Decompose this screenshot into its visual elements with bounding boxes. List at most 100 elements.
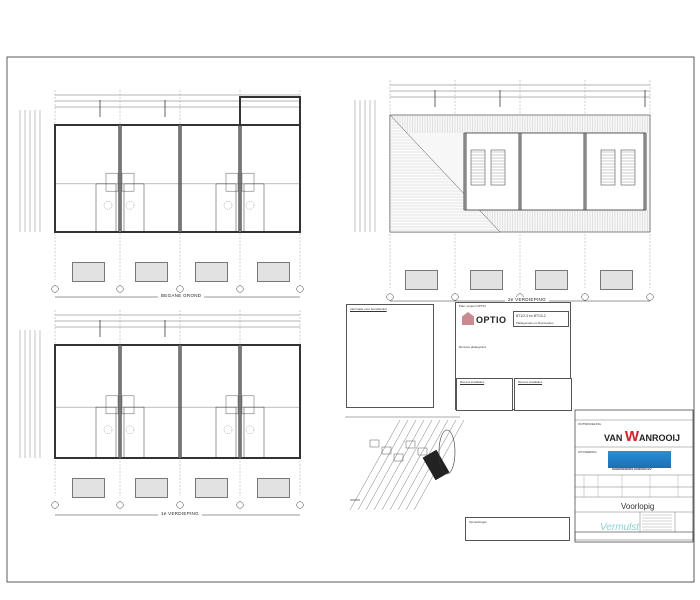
party-wall xyxy=(178,124,182,233)
site-road xyxy=(365,419,417,511)
party-wall xyxy=(118,344,122,459)
sanitary-fixture xyxy=(223,201,233,210)
grid-axis-marker xyxy=(51,285,59,293)
party-wall xyxy=(583,132,587,211)
grid-axis-marker xyxy=(296,501,304,509)
exterior-wall xyxy=(54,344,301,459)
grid-axis-marker xyxy=(176,501,184,509)
site-road xyxy=(381,419,433,511)
sanitary-fixture xyxy=(245,425,255,434)
site-road xyxy=(373,419,425,511)
party-wall xyxy=(643,132,647,211)
sanitary-fixture xyxy=(125,425,135,434)
unit-info-box xyxy=(195,262,228,282)
contractor-name: GEBROEDERS HOEFEN BV xyxy=(612,467,652,471)
title-block xyxy=(574,409,694,543)
party-wall xyxy=(238,344,242,459)
van-wanrooij-logo: VAN WANROOIJ xyxy=(604,428,681,445)
exterior-wall xyxy=(54,124,301,233)
sanitary-fixture xyxy=(125,201,135,210)
unit-info-box xyxy=(257,478,290,498)
wet-room xyxy=(123,406,145,459)
plan-title-second: 2e VERDIEPING xyxy=(505,297,549,302)
unit-info-box xyxy=(72,478,105,498)
wet-room xyxy=(215,406,237,459)
project-panel: Plan: project OPTIO OPTIO BT1/2-3 en BT1… xyxy=(455,302,572,411)
stair xyxy=(470,149,486,186)
wet-room xyxy=(95,406,117,459)
legend-right-title: Renvooi installaties xyxy=(518,380,543,384)
plan-title-ground: BEGANE GROND xyxy=(158,293,205,298)
vermulst-logo: Vermulst xyxy=(600,522,640,533)
site-building xyxy=(417,447,428,456)
grid-axis-marker xyxy=(386,293,394,301)
extension-wall xyxy=(239,96,301,126)
notes-panel: Opmerkingen xyxy=(465,517,570,541)
grid-axis-marker xyxy=(451,293,459,301)
grid-axis-marker xyxy=(236,285,244,293)
legend-title: Informatie over bouwbesluit xyxy=(350,307,387,311)
plan-legend-title: Renvooi plattegrond xyxy=(459,345,486,349)
project-header: Plan: project OPTIO xyxy=(459,304,486,308)
grid-axis-marker xyxy=(646,293,654,301)
stair xyxy=(241,172,255,192)
grid-axis-marker xyxy=(51,501,59,509)
sheet-frame xyxy=(6,56,695,583)
grid-axis-marker xyxy=(116,285,124,293)
stair xyxy=(121,395,135,415)
site-road xyxy=(397,419,449,511)
wet-room xyxy=(243,406,265,459)
unit-info-box xyxy=(135,478,168,498)
installations-legend-left: Renvooi installaties xyxy=(456,378,513,411)
sanitary-fixture xyxy=(103,425,113,434)
site-building xyxy=(381,446,392,455)
grid-axis-marker xyxy=(116,501,124,509)
project-code-box: BT1/2-3 en BT1/3-2 Plattegronden en Door… xyxy=(513,311,569,327)
site-road xyxy=(389,419,441,511)
stair xyxy=(105,395,119,415)
unit-info-box xyxy=(535,270,568,290)
sanitary-fixture xyxy=(103,201,113,210)
grid-axis-marker xyxy=(236,501,244,509)
optio-house-icon xyxy=(462,312,474,325)
notes-title: Opmerkingen xyxy=(469,520,488,524)
optio-logo: OPTIO xyxy=(476,315,507,325)
contractor-label: UITVOERING xyxy=(578,450,597,454)
legend-panel: Informatie over bouwbesluit xyxy=(346,304,434,408)
status-label: Voorlopig xyxy=(621,502,655,511)
unit-info-box xyxy=(405,270,438,290)
plan-title-first: 1e VERDIEPING xyxy=(158,511,202,516)
sanitary-fixture xyxy=(245,201,255,210)
stair xyxy=(490,149,506,186)
sanitary-fixture xyxy=(223,425,233,434)
stair xyxy=(241,395,255,415)
stair xyxy=(105,172,119,192)
site-pond xyxy=(438,429,456,475)
site-road xyxy=(349,419,401,511)
party-wall xyxy=(518,132,522,211)
installations-legend-right: Renvooi installaties xyxy=(514,378,572,411)
party-wall xyxy=(238,124,242,233)
legend-left-title: Renvooi installaties xyxy=(460,380,485,384)
grid-axis-marker xyxy=(176,285,184,293)
unit-info-box xyxy=(135,262,168,282)
unit-info-box xyxy=(600,270,633,290)
stair xyxy=(225,172,239,192)
project-subtitle: Plattegronden en Doorsneden xyxy=(516,321,554,325)
unit-info-box xyxy=(257,262,290,282)
unit-info-box xyxy=(195,478,228,498)
project-code: BT1/2-3 en BT1/3-2 xyxy=(516,314,546,318)
stair xyxy=(225,395,239,415)
project-location xyxy=(422,449,450,481)
unit-info-box xyxy=(72,262,105,282)
developer-label: ONTWIKKELING xyxy=(578,422,602,426)
site-building xyxy=(405,440,416,449)
site-building xyxy=(369,439,380,448)
stair xyxy=(620,149,636,186)
title-block-footer xyxy=(574,531,694,541)
grid-axis-marker xyxy=(296,285,304,293)
party-wall xyxy=(178,344,182,459)
unit-info-box xyxy=(470,270,503,290)
site-building xyxy=(393,453,404,462)
